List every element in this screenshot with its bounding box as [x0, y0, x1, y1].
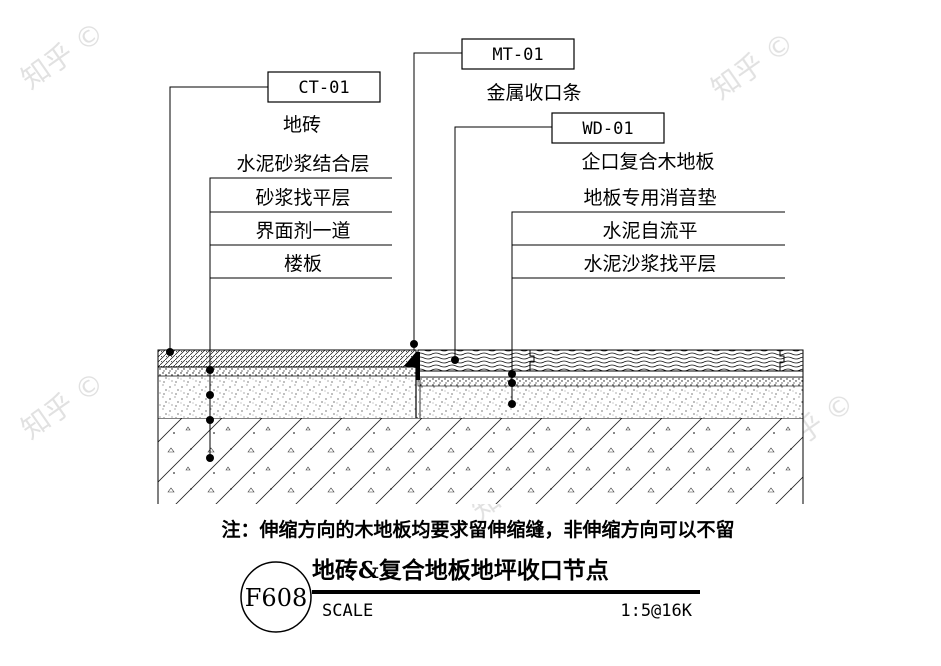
- note: 注：伸缩方向的木地板均要求留伸缩缝，非伸缩方向可以不留: [221, 518, 734, 541]
- label-wood-floor: 企口复合木地板: [581, 151, 714, 173]
- svg-text:MT-01: MT-01: [492, 45, 543, 65]
- title-circle: [240, 561, 312, 633]
- left-layer-4: 楼板: [284, 253, 322, 275]
- self-leveling-layer: [417, 376, 804, 387]
- floor-tile: [157, 349, 417, 368]
- scale-label: SCALE: [322, 601, 373, 621]
- leader-lines: [169, 52, 785, 458]
- right-mortar-layer: [418, 386, 803, 418]
- label-floor-tile: 地砖: [283, 114, 321, 136]
- tag-ct-01: CT-01: [267, 71, 381, 103]
- drawing-title: 地砖&复合地板地坪收口节点: [312, 557, 609, 584]
- scale-value: 1:5@16K: [620, 601, 692, 621]
- svg-text:知乎 ©: 知乎 ©: [15, 365, 110, 445]
- mortar-bonding-layer: [158, 367, 416, 376]
- svg-text:知乎 ©: 知乎 ©: [15, 15, 110, 95]
- svg-text:WD-01: WD-01: [582, 119, 633, 139]
- leader-dots: [166, 340, 516, 462]
- right-layer-1: 地板专用消音垫: [583, 187, 716, 209]
- drawing-code: F608: [245, 584, 307, 612]
- floor-slab: [158, 418, 803, 504]
- svg-text:CT-01: CT-01: [298, 78, 349, 98]
- title-block: F608 地砖&复合地板地坪收口节点 SCALE 1:5@16K: [240, 557, 700, 633]
- right-layer-3: 水泥沙浆找平层: [583, 253, 716, 275]
- underlay-pad: [417, 370, 804, 378]
- svg-text:知乎 ©: 知乎 ©: [705, 25, 800, 105]
- left-layer-2: 砂浆找平层: [255, 187, 350, 209]
- tag-mt-01: MT-01: [461, 38, 575, 70]
- tag-wd-01: WD-01: [551, 112, 665, 144]
- label-metal-strip: 金属收口条: [486, 82, 581, 104]
- left-layer-1: 水泥砂浆结合层: [236, 153, 369, 175]
- right-layer-2: 水泥自流平: [602, 220, 697, 242]
- mortar-leveling-layer: [158, 376, 416, 418]
- wood-floor: [417, 349, 804, 372]
- left-layer-3: 界面剂一道: [255, 220, 350, 242]
- floor-section: [157, 349, 804, 504]
